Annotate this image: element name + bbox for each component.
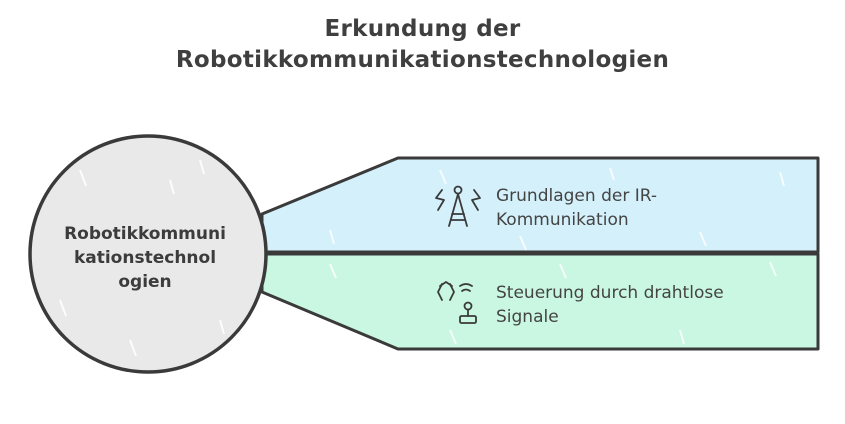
title-line-1: Erkundung der: [324, 16, 521, 42]
center-topic-label: Robotikkommuni kationstechnol ogien: [55, 222, 235, 294]
branch-label-wireless: Steuerung durch drahtlose Signale: [496, 281, 724, 329]
branch-label-ir: Grundlagen der IR- Kommunikation: [496, 184, 657, 232]
branch-wireless-line-1: Steuerung durch drahtlose: [496, 283, 724, 303]
circle-hatch: [59, 159, 225, 357]
antenna-tower-icon: [435, 185, 481, 227]
hatch-texture: [329, 167, 785, 345]
diagram-title: Erkundung der Robotikkommunikationstechn…: [0, 14, 845, 76]
wireless-remote-control-icon: [437, 281, 477, 324]
center-label-line-2: kationstechnol: [73, 248, 217, 268]
branch-ir-line-1: Grundlagen der IR-: [496, 186, 657, 206]
center-circle: [28, 134, 268, 374]
branch-ir-line-2: Kommunikation: [496, 210, 629, 230]
center-label-line-3: ogien: [118, 272, 172, 292]
center-label-line-1: Robotikkommuni: [64, 224, 226, 244]
title-line-2: Robotikkommunikationstechnologien: [175, 47, 670, 73]
branch-wireless-line-2: Signale: [496, 307, 559, 327]
